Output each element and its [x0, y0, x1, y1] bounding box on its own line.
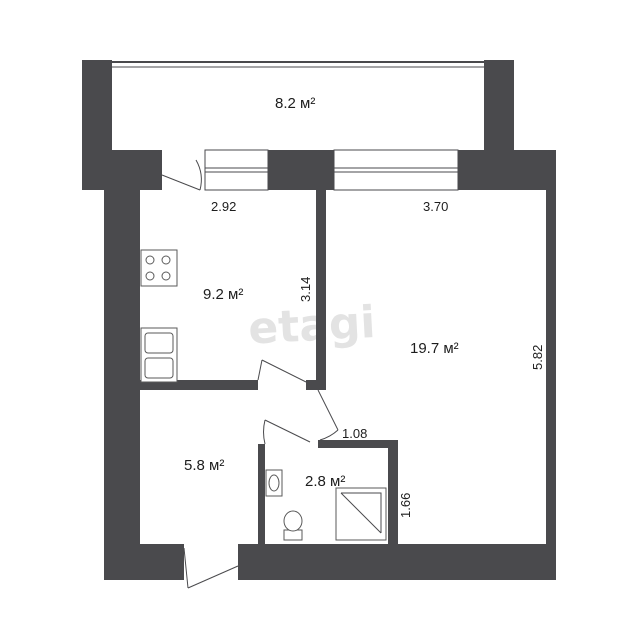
kitchen-area-label: 9.2 м² [203, 286, 243, 303]
watermark-text: etagi [247, 297, 377, 355]
bathroom-left-wall [258, 444, 265, 544]
outer-right-wall [546, 150, 556, 580]
bathroom-top-wall [318, 440, 398, 448]
bottom-wall-right [238, 544, 556, 580]
partition-kitchen-hall [140, 380, 258, 390]
living-depth-dimension: 5.82 [530, 345, 545, 370]
living-room-area-label: 19.7 м² [410, 340, 459, 357]
bathroom-width-dimension: 1.08 [342, 426, 367, 441]
bathroom-right-wall [388, 440, 398, 544]
toilet-icon [283, 510, 303, 541]
window-kitchen [204, 149, 269, 191]
living-door [317, 389, 339, 441]
hallway-area-label: 5.8 м² [184, 457, 224, 474]
bathroom-door [263, 419, 311, 445]
entrance-door [183, 547, 239, 589]
top-wall-middle [268, 150, 334, 190]
sink-icon [140, 327, 178, 383]
partition-stub [306, 380, 326, 390]
walls [82, 60, 556, 580]
bathroom-depth-dimension: 1.66 [398, 493, 413, 518]
partition-kitchen-living [316, 190, 326, 390]
stove-icon [140, 249, 178, 287]
washbasin-icon [265, 469, 283, 497]
kitchen-depth-dimension: 3.14 [298, 277, 313, 302]
balcony-area-label: 8.2 м² [275, 95, 315, 112]
shower-icon [335, 487, 387, 541]
window-living [333, 149, 459, 191]
kitchen-door [257, 359, 307, 383]
balcony-right-wall [484, 60, 514, 155]
bottom-wall-left [104, 544, 184, 580]
bathroom-area-label: 2.8 м² [305, 473, 345, 490]
top-wall-right [458, 150, 556, 190]
kitchen-width-dimension: 2.92 [211, 199, 236, 214]
balcony-door [161, 159, 202, 191]
outer-left-wall [104, 150, 140, 580]
living-width-dimension: 3.70 [423, 199, 448, 214]
